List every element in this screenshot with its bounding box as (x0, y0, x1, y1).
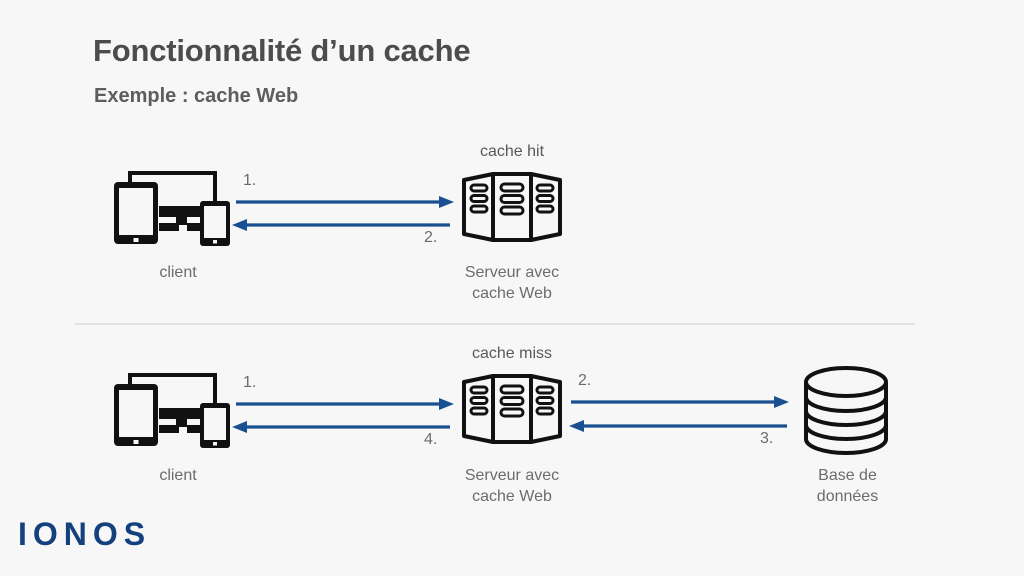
client-devices-icon (112, 370, 232, 450)
arrow-step-1-cache-hit (236, 196, 454, 208)
database-label: Base de données (816, 467, 879, 505)
section-divider (75, 323, 915, 325)
arrow-step-4-cache-miss (232, 421, 450, 433)
client-label: client (159, 467, 197, 484)
cache-hit-state-label: cache hit (479, 143, 545, 160)
arrow-step-2-cache-hit (232, 219, 450, 231)
step-number-4-cache-miss: 4. (424, 431, 438, 448)
web-cache-server-label: Serveur avec cache Web (464, 467, 560, 505)
page-title: Fonctionnalité d’un cache (93, 33, 471, 68)
database-cylinder-icon (803, 365, 889, 457)
client-label: client (159, 264, 197, 281)
arrow-step-2-cache-miss (571, 396, 789, 408)
cache-miss-state-label: cache miss (471, 345, 553, 362)
step-number-3-cache-miss: 3. (760, 430, 774, 447)
server-rack-icon (460, 170, 564, 246)
web-cache-server-label: Serveur avec cache Web (464, 264, 560, 302)
step-number-2-cache-miss: 2. (578, 372, 592, 389)
ionos-logo: IONOS (18, 516, 152, 552)
step-number-1-cache-miss: 1. (243, 374, 257, 391)
page-subtitle: Exemple : cache Web (94, 85, 299, 107)
step-number-2-cache-hit: 2. (424, 229, 438, 246)
arrow-step-1-cache-miss (236, 398, 454, 410)
server-rack-icon (460, 372, 564, 448)
step-number-1-cache-hit: 1. (243, 172, 257, 189)
arrow-step-3-cache-miss (569, 420, 787, 432)
client-devices-icon (112, 168, 232, 248)
